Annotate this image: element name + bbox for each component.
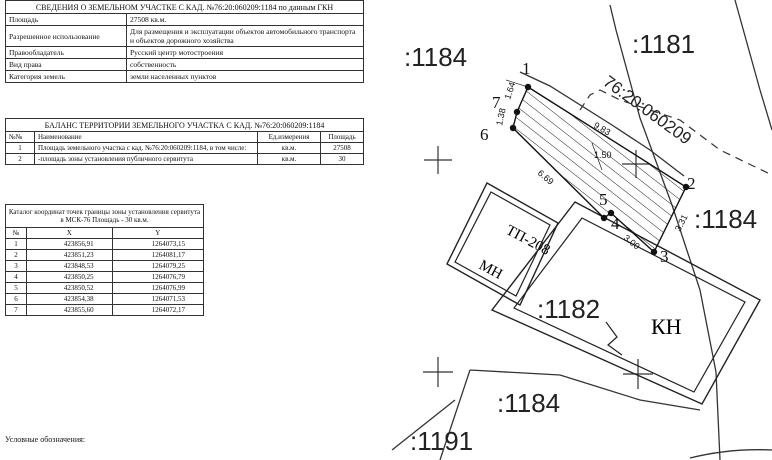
coordinate-catalog-table: Каталог координат точек границы зоны уст… [5, 204, 205, 316]
point-label-1: 1 [522, 59, 531, 78]
land-plot-info-table: СВЕДЕНИЯ О ЗЕМЕЛЬНОМ УЧАСТКЕ С КАД. №76:… [5, 0, 364, 83]
point-label-2: 2 [687, 174, 696, 193]
dim-6-69: 6.69 [536, 168, 556, 187]
row-number: 2 [5, 153, 35, 165]
parcel-label-1182: :1182 [537, 294, 600, 324]
point-label-4: 4 [611, 214, 620, 233]
point-label-3: 3 [660, 247, 669, 266]
point-1-marker [524, 83, 532, 91]
point-label-5: 5 [599, 190, 608, 209]
building-tp208: ТП-208 МН [446, 182, 559, 306]
row-area: 30 [320, 153, 364, 165]
parcel-labels: :1184 :1181 :1184 :1182 :1184 :1191 [404, 29, 757, 456]
point-number: 7 [5, 304, 27, 316]
legend-title: Условные обозначения: [5, 435, 86, 444]
point-5-marker [600, 214, 608, 222]
point-7-marker [513, 108, 521, 116]
building-mn-label: МН [476, 257, 505, 283]
balance-table-title: БАЛАНС ТЕРРИТОРИИ ЗЕМЕЛЬНОГО УЧАСТКА С К… [5, 118, 364, 131]
point-number: 4 [5, 271, 27, 283]
dim-1-50: 1.50 [594, 150, 612, 160]
point-2-marker [682, 183, 690, 191]
table-row: 2 -площадь зоны установления публичного … [5, 153, 364, 165]
territory-balance-table: БАЛАНС ТЕРРИТОРИИ ЗЕМЕЛЬНОГО УЧАСТКА С К… [5, 118, 364, 165]
info-value: земли населенных пунктов [126, 70, 364, 83]
point-4-marker [607, 209, 615, 217]
coord-x: 423855,60 [26, 304, 113, 316]
zigzag-mark [605, 321, 623, 356]
building-kn-label: КН [651, 314, 682, 339]
point-label-7: 7 [492, 93, 501, 112]
quarter-boundary [579, 89, 772, 176]
parcel-label-1184-c: :1184 [497, 388, 560, 418]
dim-1-38: 1.38 [494, 107, 507, 126]
building-kn: КН [490, 201, 761, 405]
parcel-label-1191: :1191 [410, 426, 473, 456]
parcel-label-1184-b: :1184 [694, 204, 757, 234]
info-table-title: СВЕДЕНИЯ О ЗЕМЕЛЬНОМ УЧАСТКЕ С КАД. №76:… [5, 0, 364, 13]
point-labels: 1 2 3 4 5 6 7 [480, 59, 696, 266]
boundary-points [509, 83, 690, 256]
coord-y: 1264072,17 [111, 304, 205, 316]
point-label-6: 6 [480, 125, 489, 144]
parcel-label-1184-a: :1184 [404, 42, 467, 72]
dim-1-64: 1.64 [502, 81, 517, 101]
table-header-row: №№ Наименование Ед.измерения Площадь [5, 131, 364, 143]
parcel-label-1181: :1181 [632, 29, 695, 59]
point-6-marker [509, 124, 517, 132]
point-3-marker [650, 248, 658, 256]
